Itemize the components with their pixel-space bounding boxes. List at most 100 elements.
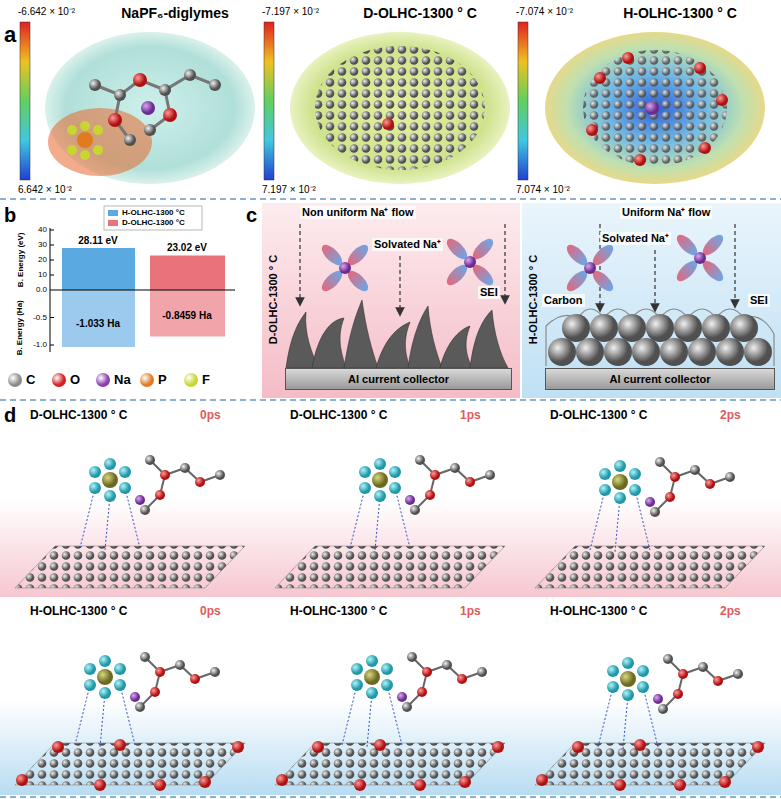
atom-swatch	[184, 373, 198, 387]
illustration-part	[444, 236, 497, 289]
colorbar-value: -6.642 × 10⁻²	[18, 6, 75, 18]
atom-swatch	[52, 373, 66, 387]
illustration-part	[604, 338, 632, 366]
illustration-part	[95, 75, 215, 95]
tick-label: 0.0	[36, 285, 47, 295]
illustration-part	[564, 242, 617, 295]
current-collector-box: Al current collector	[285, 368, 512, 390]
illustration-part	[594, 72, 606, 84]
illustration-part	[674, 314, 702, 342]
scheme-label: Solvated Na⁺	[372, 238, 443, 251]
illustration-part	[133, 73, 147, 87]
illustration-part	[522, 203, 781, 398]
illustration-part	[15, 739, 245, 791]
box-text: Al current collector	[610, 373, 711, 385]
snapshot-title: H-OLHC-1300 ° C	[30, 604, 127, 618]
illustration-part	[646, 314, 674, 342]
illustration-part	[50, 230, 54, 231]
illustration-part	[141, 101, 155, 115]
axis-title: B. Energy (eV)	[15, 233, 25, 288]
snapshot-title: H-OLHC-1300 ° C	[550, 604, 647, 618]
panel-letter: a	[4, 22, 16, 48]
illustration-part	[0, 500, 781, 597]
illustration-part	[590, 314, 618, 342]
illustration-part	[150, 256, 225, 291]
illustration-part	[163, 108, 177, 122]
legend-text: C	[26, 372, 35, 387]
panel-letter: c	[246, 203, 257, 227]
illustration-part	[80, 455, 225, 550]
illustration-part	[124, 134, 136, 146]
illustration-part	[344, 300, 378, 368]
illustration-part	[730, 314, 758, 342]
illustration-part	[562, 314, 590, 342]
illustration-part	[660, 338, 688, 366]
illustration-part	[75, 652, 220, 747]
tick-label: 10	[38, 270, 47, 280]
illustration-part	[290, 32, 510, 184]
illustration-part	[504, 224, 505, 300]
bar-value: -1.033 Ha	[76, 318, 120, 330]
illustration-part	[77, 132, 93, 148]
panel-c-art	[262, 203, 781, 398]
illustration-part	[0, 199, 781, 200]
illustration-part	[408, 306, 442, 368]
illustration-part	[50, 260, 54, 261]
atom-swatch	[8, 373, 22, 387]
illustration-part	[50, 245, 54, 246]
bar-value: 23.02 eV	[167, 242, 207, 254]
illustration-part	[535, 546, 765, 588]
colorbar-value: -7.197 × 10⁻²	[262, 6, 319, 18]
illustration-part	[399, 256, 400, 312]
illustration-part	[93, 125, 103, 135]
illustration-part	[622, 52, 634, 64]
illustration-part	[144, 124, 156, 136]
snapshot-title: D-OLHC-1300 ° C	[290, 408, 387, 422]
illustration-part	[262, 203, 520, 398]
illustration-part	[20, 22, 30, 180]
illustration-part	[618, 314, 646, 342]
time-label: 0ps	[200, 604, 221, 618]
legend-text: P	[158, 372, 167, 387]
illustration-part	[654, 250, 655, 308]
illustration-part	[275, 739, 505, 791]
illustration-part	[62, 290, 135, 347]
illustration-part	[688, 338, 716, 366]
time-label: 1ps	[460, 604, 481, 618]
legend-item: H-OLHC-1300 °C	[108, 208, 185, 217]
legend-swatch	[108, 210, 118, 216]
illustration-part	[0, 700, 781, 795]
legend-text: O	[70, 372, 80, 387]
legend-text: H-OLHC-1300 °C	[122, 208, 185, 217]
illustration-part	[80, 121, 90, 131]
illustration-part	[159, 84, 171, 96]
illustration-part	[586, 124, 598, 136]
illustration-part	[299, 224, 300, 302]
illustration-part	[716, 94, 728, 106]
scheme-label: Uniform Na⁺ flow	[620, 206, 712, 219]
illustration-part	[645, 101, 659, 115]
tick-label: -1.0	[33, 340, 47, 350]
illustration-part	[694, 62, 706, 74]
illustration-part	[546, 309, 774, 366]
scheme-label: Solvated Na⁺	[600, 232, 671, 245]
time-label: 2ps	[720, 604, 741, 618]
illustration-part	[108, 113, 122, 127]
illustration-part	[50, 317, 54, 318]
illustration-part	[545, 32, 765, 184]
illustration-part	[376, 322, 410, 368]
illustration-part	[48, 108, 152, 176]
legend-item: C	[8, 372, 35, 387]
illustration-part	[300, 40, 500, 180]
illustration-part	[734, 224, 735, 304]
illustration-part	[67, 125, 77, 135]
illustration-part	[286, 300, 508, 368]
time-label: 1ps	[460, 408, 481, 422]
illustration-part	[319, 242, 372, 295]
legend-item: P	[140, 372, 167, 387]
axis-title: B. Energy (Ha)	[15, 300, 25, 355]
tick-label: 20	[38, 255, 47, 265]
illustration-part	[548, 314, 772, 366]
box-text: Al current collector	[348, 373, 449, 385]
